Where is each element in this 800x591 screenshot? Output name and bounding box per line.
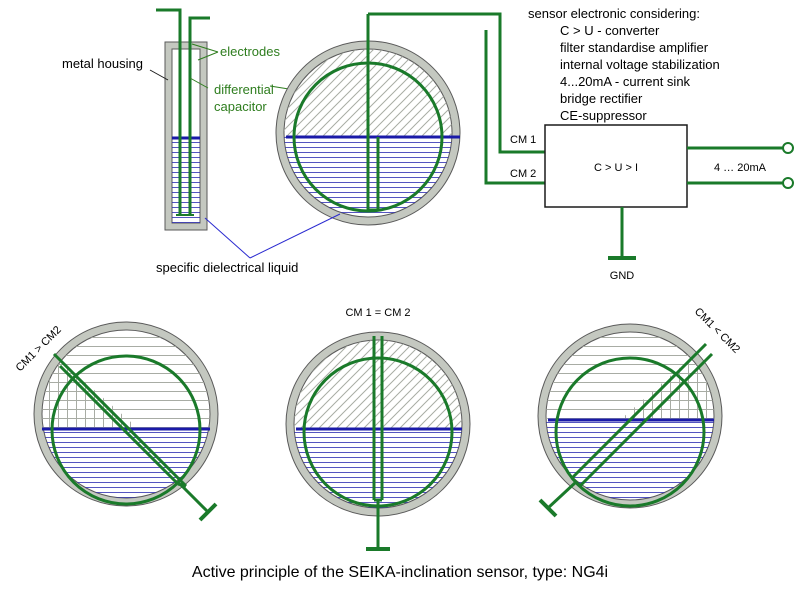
tilt-left-sensor [33, 321, 219, 522]
label-cm2: CM 2 [510, 168, 536, 180]
electronics-item-6: CE-suppressor [560, 108, 647, 123]
electronics-item-2: filter standardise amplifier [560, 40, 709, 55]
converter-box [544, 124, 688, 208]
right-state-label: CM1 < CM2 [692, 306, 742, 356]
output-terminal-2 [782, 177, 794, 189]
electronics-item-4: 4...20mA - current sink [560, 74, 691, 89]
side-view-sensor [156, 8, 210, 231]
output-range-label: 4 … 20mA [714, 162, 767, 174]
pointer-metal-housing [149, 69, 169, 81]
front-view-sensor [275, 12, 545, 226]
output-terminal-1 [782, 142, 794, 154]
gnd-label: GND [610, 270, 635, 282]
label-cm1: CM 1 [510, 134, 536, 146]
tilt-right-sensor [537, 323, 723, 518]
pointer-liquid-front [249, 213, 341, 259]
electronics-item-3: internal voltage stabilization [560, 57, 720, 72]
level-center-sensor [285, 331, 471, 551]
label-metal-housing: metal housing [62, 56, 143, 71]
pointer-liquid-side [204, 217, 251, 259]
center-state-label: CM 1 = CM 2 [345, 307, 410, 319]
electronics-item-1: C > U - converter [560, 23, 660, 38]
lead-cm1 [368, 12, 545, 154]
figure-caption: Active principle of the SEIKA-inclinatio… [191, 564, 609, 581]
label-electrodes: electrodes [220, 44, 280, 59]
label-differential-2: capacitor [214, 99, 267, 114]
side-electrode-2 [188, 16, 210, 215]
electronics-heading: sensor electronic considering: [528, 6, 700, 21]
side-electrode-1 [156, 8, 182, 215]
side-liquid [172, 138, 200, 223]
converter-label: C > U > I [594, 162, 638, 174]
label-liquid: specific dielectrical liquid [156, 260, 298, 275]
electronics-item-5: bridge rectifier [560, 91, 643, 106]
label-differential-1: differential [214, 82, 274, 97]
